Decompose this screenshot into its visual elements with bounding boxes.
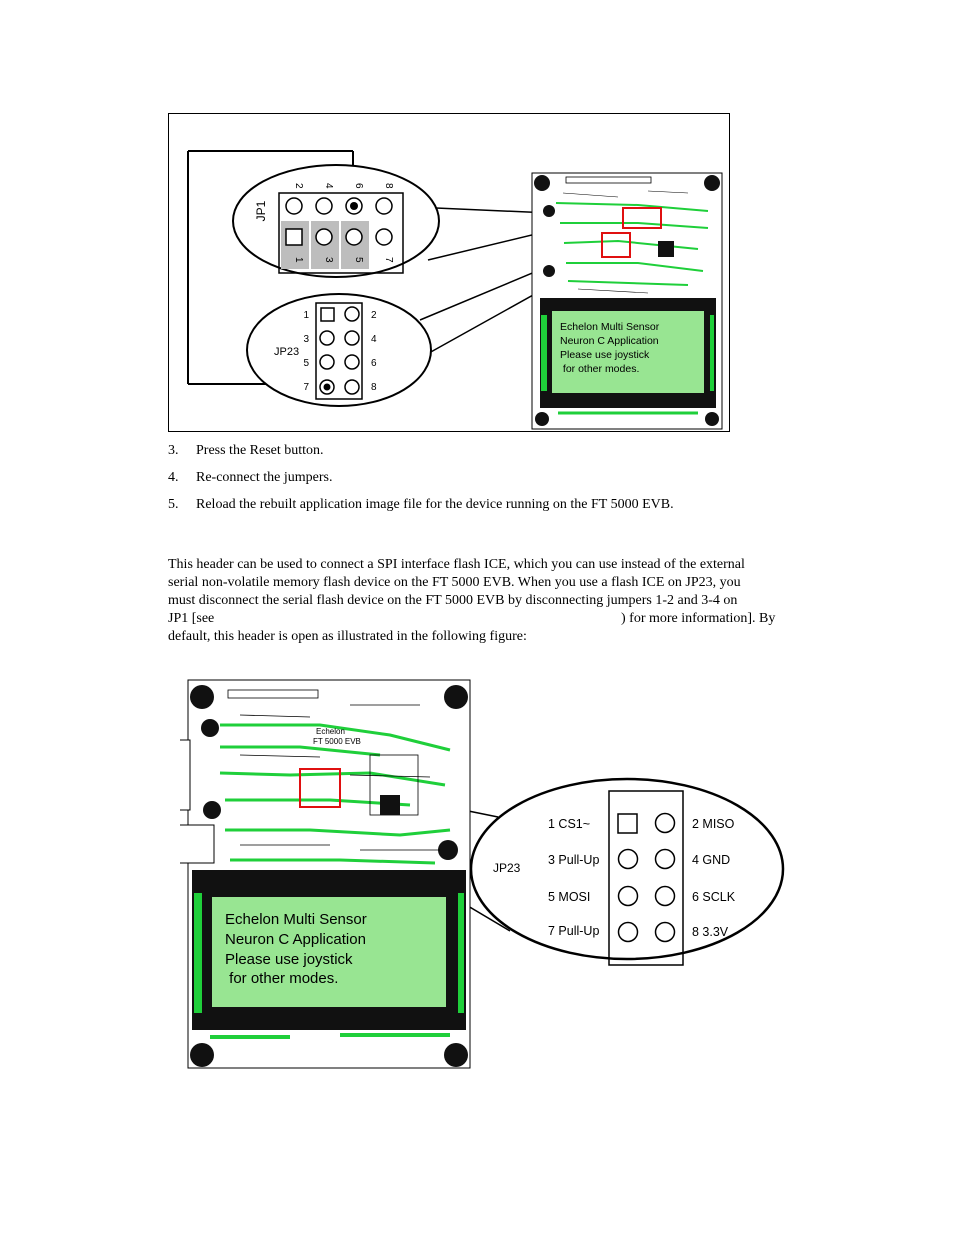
jp1-pin-label: 3 <box>323 257 334 263</box>
jp23-pin-label: 7 <box>303 382 309 393</box>
figure1-diagram: 2 4 6 8 1 3 5 7 JP1 1 3 5 7 2 4 6 8 JP23 <box>187 150 723 430</box>
pcb-board-large <box>180 679 471 1069</box>
figure1-frame <box>168 113 730 432</box>
jp23-pin-label: 5 <box>303 358 309 369</box>
step-text: Re-connect the jumpers. <box>196 470 333 485</box>
board-name: FT 5000 EVB <box>313 737 361 746</box>
jp1-pin-label: 6 <box>353 183 364 189</box>
pin-label: 5 MOSI <box>548 890 590 904</box>
lcd-line: for other modes. <box>560 363 639 375</box>
jp23-pin-label: 3 <box>303 334 309 345</box>
lcd-line: Please use joystick <box>225 951 353 968</box>
paragraph-line: default, this header is open as illustra… <box>168 629 527 644</box>
jp1-pin-label: 8 <box>383 183 394 189</box>
jp1-header <box>278 192 404 274</box>
jp23-header <box>315 302 363 400</box>
jp23-label: JP23 <box>274 346 299 358</box>
jp1-pin-label: 1 <box>293 257 304 263</box>
lcd-line: Echelon Multi Sensor <box>560 321 660 333</box>
pin-label: 8 3.3V <box>692 925 729 939</box>
jp1-pin-label: 4 <box>323 183 334 189</box>
pin-label: 3 Pull-Up <box>548 853 599 867</box>
paragraph-line: serial non-volatile memory flash device … <box>168 575 741 590</box>
jp23-pin-label: 8 <box>371 382 377 393</box>
paragraph-line: must disconnect the serial flash device … <box>168 593 738 608</box>
lcd-line: Echelon Multi Sensor <box>225 911 367 928</box>
step-item: 4. Re-connect the jumpers. <box>168 470 332 486</box>
step-text: Reload the rebuilt application image fil… <box>196 497 674 512</box>
pin-label: 1 CS1~ <box>548 817 590 831</box>
step-item: 5. Reload the rebuilt application image f… <box>168 497 674 513</box>
jp1-pin-label: 5 <box>353 257 364 263</box>
pin-label: 7 Pull-Up <box>548 924 599 938</box>
step-item: 3. Press the Reset button. <box>168 443 324 459</box>
paragraph-line: JP1 [see ) for more information]. By <box>168 610 814 628</box>
figure2-diagram: Echelon FT 5000 EVB Echelon Multi Sensor… <box>180 679 785 1069</box>
pin-label: 6 SCLK <box>692 890 736 904</box>
paragraph-text: JP1 [see <box>168 611 215 626</box>
lcd-line: Please use joystick <box>560 349 650 361</box>
jp23-callout <box>246 293 432 407</box>
jp23-pin-label: 6 <box>371 358 377 369</box>
lcd-line: Neuron C Application <box>560 335 659 347</box>
jp1-label: JP1 <box>254 200 268 221</box>
jp23-pin-label: 1 <box>303 310 309 321</box>
jp23-pinout-header <box>608 790 684 966</box>
lcd-line: for other modes. <box>225 970 338 987</box>
jp23-label: JP23 <box>493 861 521 875</box>
step-number: 5. <box>168 497 179 512</box>
pcb-board-small <box>531 172 723 430</box>
pin-label: 2 MISO <box>692 817 735 831</box>
paragraph-line: This header can be used to connect a SPI… <box>168 557 745 572</box>
pin-label: 4 GND <box>692 853 730 867</box>
jp1-pin-label: 7 <box>383 257 394 263</box>
board-brand: Echelon <box>316 727 345 736</box>
jp23-pin-label: 4 <box>371 334 377 345</box>
step-number: 4. <box>168 470 179 485</box>
step-number: 3. <box>168 443 179 458</box>
paragraph-text: ) for more information]. By <box>621 611 776 626</box>
step-text: Press the Reset button. <box>196 443 324 458</box>
body-paragraph: This header can be used to connect a SPI… <box>168 556 814 646</box>
jp23-pin-label: 2 <box>371 310 377 321</box>
lcd-line: Neuron C Application <box>225 931 366 948</box>
jp1-pin-label: 2 <box>293 183 304 189</box>
